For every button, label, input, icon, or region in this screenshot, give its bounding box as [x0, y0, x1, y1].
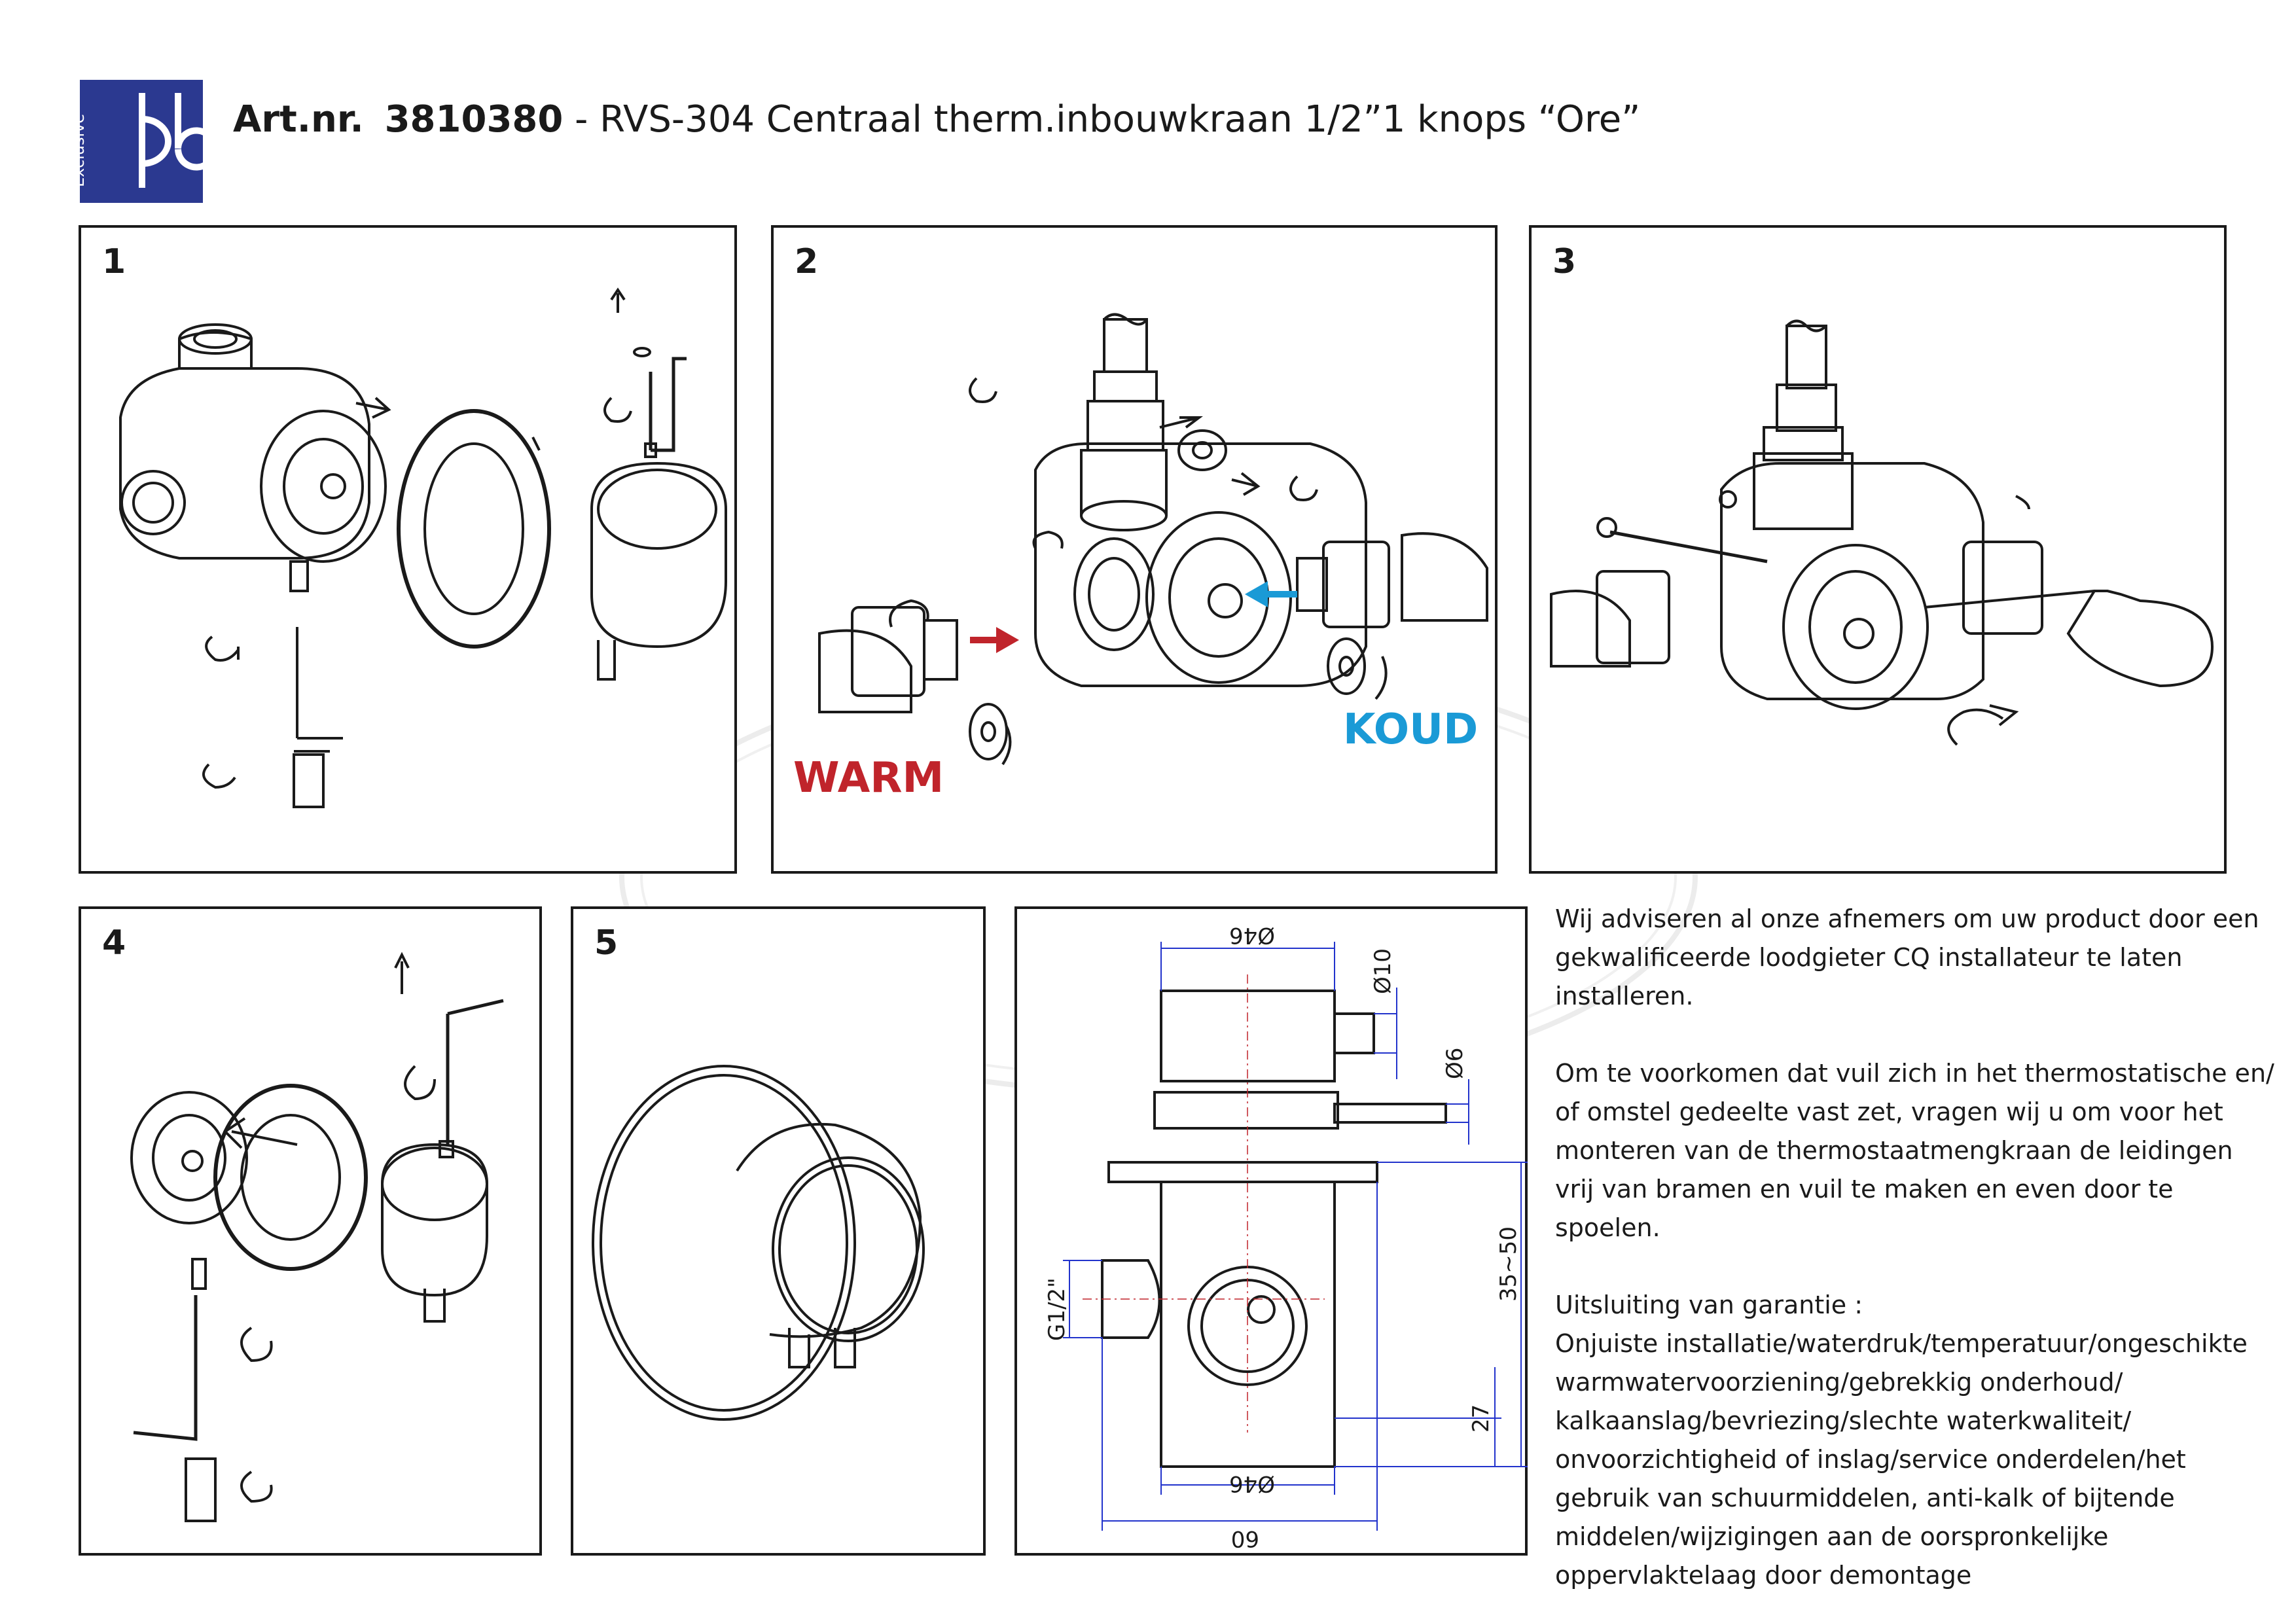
koud-arrow — [1245, 581, 1297, 607]
step-1-illustration — [119, 287, 727, 808]
valve-body — [1160, 1181, 1336, 1468]
page-title: Art.nr. 3810380 - RVS-304 Centraal therm… — [233, 98, 1640, 141]
cleaning-paragraph: Om te voorkomen dat vuil zich in het the… — [1555, 1059, 2274, 1242]
step-4-number: 4 — [102, 923, 126, 963]
inlet-port — [1101, 1259, 1161, 1339]
dim-thread-g12: G1/2" — [1044, 1277, 1070, 1341]
article-number: 3810380 — [384, 98, 564, 141]
dim-diameter-46-top: Ø46 — [1229, 922, 1275, 948]
step-2-number: 2 — [795, 242, 819, 281]
centerlines — [1083, 974, 1325, 1433]
step-3-number: 3 — [1552, 242, 1577, 281]
brand-logo: Exclusive — [69, 80, 218, 203]
advice-paragraph: Wij adviseren al onze afnemers om uw pro… — [1555, 904, 2259, 1010]
article-label: Art.nr. — [233, 98, 364, 141]
warm-label: WARM — [793, 754, 944, 802]
pin-10 — [1333, 1012, 1375, 1054]
dimension-drawing-panel: Ø46 Ø10 Ø6 35~50 G1/2" 27 Ø46 60 — [1014, 906, 1528, 1556]
step-5-number: 5 — [594, 923, 619, 963]
warm-arrow — [970, 627, 1019, 653]
step-3-illustration — [1550, 319, 2214, 746]
wall-plate — [1107, 1161, 1378, 1183]
dimension-drawing: Ø46 Ø10 Ø6 35~50 G1/2" 27 Ø46 60 — [1044, 922, 1528, 1552]
step-2-panel: 2 — [771, 225, 1498, 874]
dim-27: 27 — [1468, 1404, 1494, 1433]
koud-label: KOUD — [1343, 705, 1479, 754]
dim-diameter-46-bottom: Ø46 — [1229, 1471, 1275, 1497]
dimension-lines — [1063, 942, 1528, 1531]
dim-diameter-6: Ø6 — [1442, 1048, 1468, 1079]
warranty-paragraph: Onjuiste installatie/waterdruk/temperatu… — [1555, 1329, 2248, 1590]
article-description: - RVS-304 Centraal therm.inbouwkraan 1/2… — [563, 98, 1641, 141]
step-5-illustration — [592, 1065, 925, 1421]
dim-range-35-50: 35~50 — [1496, 1226, 1522, 1302]
dim-width-60: 60 — [1231, 1525, 1259, 1552]
step-3-panel: 3 — [1529, 225, 2227, 874]
instructions-text: Wij adviseren al onze afnemers om uw pro… — [1555, 900, 2275, 1595]
dim-diameter-10: Ø10 — [1370, 948, 1396, 994]
pin-6 — [1333, 1103, 1447, 1124]
warranty-title: Uitsluiting van garantie : — [1555, 1291, 1863, 1319]
knob-ring — [1153, 1091, 1339, 1130]
step-4-panel: 4 — [79, 906, 542, 1556]
step-1-number: 1 — [102, 242, 126, 281]
step-5-panel: 5 — [571, 906, 986, 1556]
step-1-panel: 1 — [79, 225, 737, 874]
logo-mark — [139, 93, 218, 188]
step-4-illustration — [130, 952, 504, 1522]
logo-text: Exclusive — [69, 113, 88, 187]
step-2-illustration — [818, 313, 1488, 766]
